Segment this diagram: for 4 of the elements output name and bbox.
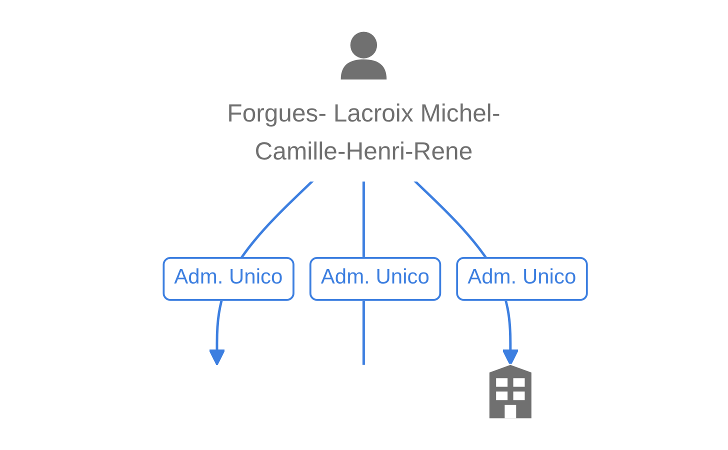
edge-label: Adm. Unico — [310, 256, 442, 300]
node-text: Forgues- Lacroix Michel-Camille-Henri-Rene — [227, 98, 501, 164]
edge-label: Adm. Unico — [456, 256, 588, 300]
edge-label: Adm. Unico — [163, 256, 294, 300]
